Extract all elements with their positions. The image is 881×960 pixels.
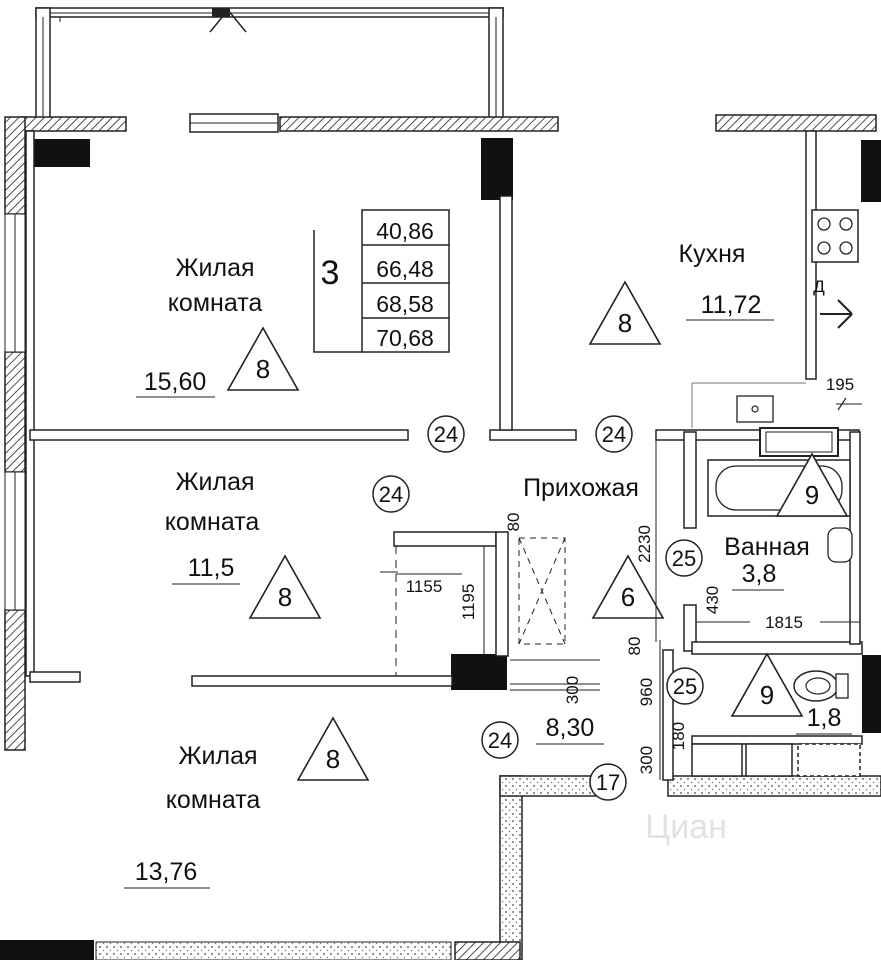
room-name-line1: Жилая bbox=[175, 468, 254, 496]
area-total-full: 70,68 bbox=[376, 325, 434, 351]
room-tag: 6 bbox=[621, 582, 635, 612]
finish-triangle-icon bbox=[248, 554, 322, 619]
room-name: Прихожая bbox=[523, 474, 639, 502]
room-living-2: Жилая комната 11,5 8 bbox=[165, 468, 322, 619]
room-tag: 8 bbox=[256, 354, 270, 384]
door-bubble: 24 bbox=[481, 721, 519, 759]
room-name: Ванная bbox=[724, 533, 810, 561]
dim-300-bottom: 300 bbox=[637, 746, 656, 774]
bubble-label: 24 bbox=[434, 422, 458, 447]
room-area: 1,8 bbox=[807, 704, 842, 732]
room-toilet: 1,8 9 bbox=[730, 652, 852, 735]
room-tag: 8 bbox=[618, 308, 632, 338]
toilet-icon bbox=[793, 670, 849, 702]
finish-triangle-icon bbox=[730, 652, 804, 717]
room-living-3: Жилая комната 13,76 8 bbox=[124, 716, 370, 889]
washbasin-icon bbox=[827, 527, 853, 563]
dim-300-left: 300 bbox=[563, 676, 582, 704]
door-bubble: 17 bbox=[589, 763, 627, 801]
dim-1155: 1155 bbox=[406, 577, 443, 596]
room-area: 13,76 bbox=[135, 858, 198, 886]
door-bubble: 24 bbox=[427, 415, 465, 453]
door-bubble: 25 bbox=[666, 667, 704, 705]
bubble-label: 17 bbox=[596, 770, 620, 795]
door-bubble: 24 bbox=[372, 475, 410, 513]
door-bubbles: 24 24 24 24 24 25 25 17 bbox=[0, 0, 704, 801]
room-living-1: Жилая комната 15,60 8 bbox=[136, 254, 300, 398]
kitchen-mark: Д bbox=[813, 277, 825, 296]
dim-2230: 2230 bbox=[635, 525, 654, 563]
room-name-line1: Жилая bbox=[178, 742, 257, 770]
door-bubble: 25 bbox=[665, 539, 703, 577]
door-bubble: 24 bbox=[595, 415, 633, 453]
bubble-label: 25 bbox=[673, 674, 697, 699]
room-tag: 9 bbox=[805, 480, 819, 510]
room-area: 8,30 bbox=[546, 714, 595, 742]
room-kitchen: Кухня 11,72 8 Д bbox=[588, 240, 825, 345]
dim-80-top: 80 bbox=[504, 513, 523, 532]
vent-marker-icon bbox=[820, 299, 853, 329]
finish-triangle-icon bbox=[588, 280, 662, 345]
room-hallway: Прихожая 8,30 6 bbox=[523, 474, 665, 745]
finish-triangle-icon bbox=[226, 326, 300, 391]
room-name: Кухня bbox=[679, 240, 746, 268]
guide-lines bbox=[380, 382, 806, 691]
room-area: 11,5 bbox=[188, 554, 235, 582]
dimensions: 195 80 2230 1155 1195 430 1815 80 960 30… bbox=[396, 375, 862, 780]
room-tag: 9 bbox=[760, 680, 774, 710]
area-living: 40,86 bbox=[376, 218, 434, 244]
room-name-line2: комната bbox=[166, 786, 261, 814]
bubble-label: 25 bbox=[672, 546, 696, 571]
room-area: 15,60 bbox=[144, 368, 207, 396]
watermark-logo: Циан bbox=[645, 808, 727, 846]
room-tag: 8 bbox=[278, 582, 292, 612]
room-name-line2: комната bbox=[165, 508, 260, 536]
storage-shelves-icon bbox=[691, 743, 861, 777]
room-name-line2: комната bbox=[168, 289, 263, 317]
dim-430: 430 bbox=[703, 586, 722, 614]
finish-triangle-icon bbox=[296, 716, 370, 781]
kitchen-sink-icon bbox=[736, 395, 774, 423]
room-bathroom: Ванная 3,8 9 bbox=[724, 452, 849, 591]
columns bbox=[0, 138, 881, 960]
bubble-label: 24 bbox=[602, 422, 626, 447]
dim-180: 180 bbox=[669, 722, 688, 750]
balcony bbox=[35, 7, 504, 119]
stove-icon bbox=[811, 209, 859, 263]
bubble-label: 24 bbox=[379, 482, 403, 507]
area-with-balcony: 68,58 bbox=[376, 291, 434, 317]
bath-sink-icon bbox=[759, 427, 839, 457]
areas-table: 3 40,86 66,48 68,58 70,68 bbox=[313, 209, 450, 353]
room-tag: 8 bbox=[326, 744, 340, 774]
dim-195: 195 bbox=[826, 375, 854, 394]
dim-80-bottom: 80 bbox=[625, 637, 644, 656]
dim-1815: 1815 bbox=[765, 613, 803, 632]
room-area: 3,8 bbox=[742, 560, 777, 588]
finish-triangle-icon bbox=[775, 452, 849, 517]
door-bubble: 24 bbox=[0, 0, 24, 5]
dim-960: 960 bbox=[637, 678, 656, 706]
area-total: 66,48 bbox=[376, 256, 434, 282]
finish-triangle-icon bbox=[591, 554, 665, 619]
room-area: 11,72 bbox=[701, 291, 762, 319]
room-name-line1: Жилая bbox=[175, 254, 254, 282]
apartment-rooms-count: 3 bbox=[321, 254, 340, 292]
bubble-label: 24 bbox=[488, 728, 512, 753]
dim-1195: 1195 bbox=[459, 584, 478, 621]
exterior-walls bbox=[4, 113, 881, 960]
